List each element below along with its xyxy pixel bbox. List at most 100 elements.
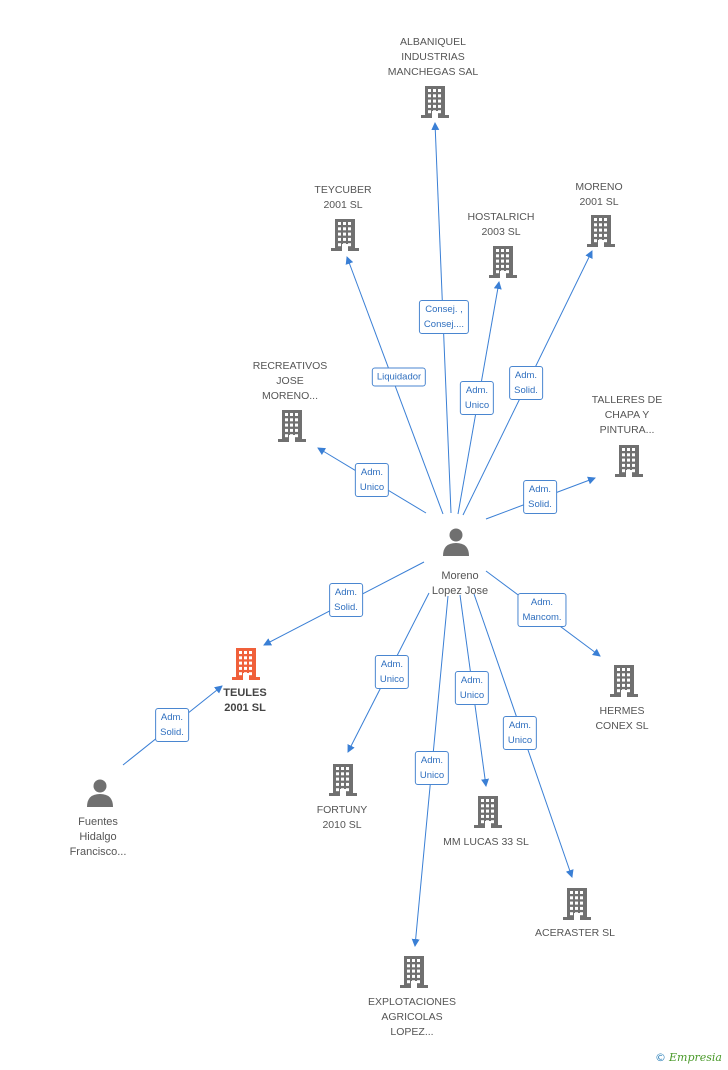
company-label-line: RECREATIVOS (252, 360, 328, 372)
company-label-line: 2001 SL (323, 199, 363, 211)
brand-name: Empresia (669, 1051, 722, 1064)
person-name-line: Moreno (441, 570, 479, 582)
company-label-line: CHAPA Y (604, 409, 650, 421)
edge-label-hermes[interactable]: Adm. Mancom. (517, 593, 567, 627)
company-label-line: 2001 SL (224, 702, 266, 714)
company-label-hermes[interactable]: HERMES CONEX SL (595, 704, 648, 734)
company-label-line: ALBANIQUEL (400, 36, 466, 48)
edge-label-line: Adm. (460, 675, 484, 686)
building-icon[interactable] (587, 215, 615, 247)
company-label-teycuber[interactable]: TEYCUBER 2001 SL (314, 183, 371, 213)
building-icon[interactable] (400, 956, 428, 988)
edge-label-line: Adm. (360, 467, 384, 478)
edge-label-albaniquel[interactable]: Consej. , Consej.... (418, 300, 470, 334)
edge-label-line: Adm. (420, 755, 444, 766)
company-label-moreno2001[interactable]: MORENO 2001 SL (575, 180, 622, 210)
company-label-line: AGRICOLAS (381, 1011, 443, 1023)
building-icon[interactable] (563, 888, 591, 920)
building-icon[interactable] (610, 665, 638, 697)
edge-label-line: Unico (464, 400, 490, 411)
edge-label-teycuber[interactable]: Liquidador (371, 367, 427, 387)
edge-label-line: Mancom. (522, 612, 562, 623)
edge-label-teules[interactable]: Adm. Solid. (155, 708, 189, 742)
company-label-fortuny[interactable]: FORTUNY 2010 SL (317, 803, 368, 833)
edge-label-moreno2001[interactable]: Adm. Solid. (509, 366, 543, 400)
edge-label-line: Solid. (528, 499, 552, 510)
edge-label-line: Adm. (465, 385, 489, 396)
company-label-line: HOSTALRICH (467, 211, 535, 223)
edge-label-fortuny[interactable]: Adm. Unico (374, 655, 410, 689)
company-label-line: MORENO (575, 181, 623, 193)
company-label-line: TEULES (223, 687, 267, 699)
company-label-line: MORENO... (261, 390, 319, 402)
edge-label-line: Unico (459, 690, 485, 701)
company-label-line: TEYCUBER (314, 184, 372, 196)
edge-label-recreativos[interactable]: Adm. Unico (354, 463, 390, 497)
person-name-line: Fuentes (78, 816, 118, 828)
edge-label-line: Adm. (380, 659, 404, 670)
edge-label-line: Consej. , (425, 304, 463, 315)
company-label-line: FORTUNY (316, 804, 368, 816)
edge-label-line: Adm. (508, 720, 532, 731)
company-label-line: MANCHEGAS SAL (387, 66, 479, 78)
company-label-line: 2003 SL (481, 226, 521, 238)
edge-label-line: Liquidador (376, 371, 422, 383)
person-icon[interactable] (443, 528, 469, 557)
person-icon[interactable] (87, 779, 113, 808)
company-label-recreativos[interactable]: RECREATIVOS JOSE MORENO... (253, 359, 327, 404)
company-label-line: EXPLOTACIONES (368, 996, 456, 1008)
person-name-line: Lopez Jose (431, 585, 489, 597)
brand-logo[interactable]: ©Empresia (655, 1051, 722, 1064)
edge-label-line: Adm. (528, 484, 552, 495)
company-label-line: 2010 SL (322, 819, 362, 831)
edge-label-teules[interactable]: Adm. Solid. (329, 583, 363, 617)
edge-label-line: Adm. (514, 370, 538, 381)
edge-label-line: Solid. (160, 727, 184, 738)
company-label-line: INDUSTRIAS (401, 51, 465, 63)
edge-label-mmlucas[interactable]: Adm. Unico (454, 671, 490, 705)
building-icon[interactable] (615, 445, 643, 477)
edge-label-line: Unico (379, 674, 405, 685)
edge-label-line: Adm. (334, 587, 358, 598)
highlighted-building-icon[interactable] (232, 648, 260, 680)
company-label-hostalrich[interactable]: HOSTALRICH 2003 SL (468, 210, 535, 240)
edge-label-line: Solid. (334, 602, 358, 613)
company-label-line: JOSE (276, 375, 304, 387)
company-label-line: TALLERES DE (591, 394, 663, 406)
edge-label-line: Unico (419, 770, 445, 781)
company-label-aceraster[interactable]: ACERASTER SL (535, 926, 615, 941)
company-label-line: HERMES (599, 705, 645, 717)
company-label-mmlucas[interactable]: MM LUCAS 33 SL (443, 835, 529, 850)
building-icon[interactable] (489, 246, 517, 278)
building-icon[interactable] (278, 410, 306, 442)
person-name-line: Hidalgo (79, 831, 117, 843)
company-label-talleres[interactable]: TALLERES DE CHAPA Y PINTURA... (592, 393, 662, 438)
company-label-line: LOPEZ... (390, 1026, 434, 1038)
company-label-line: MM LUCAS 33 SL (443, 836, 529, 848)
edge-label-line: Adm. (530, 597, 554, 608)
building-icon[interactable] (329, 764, 357, 796)
building-icon[interactable] (421, 86, 449, 118)
edge-label-aceraster[interactable]: Adm. Unico (502, 716, 538, 750)
edge-label-talleres[interactable]: Adm. Solid. (523, 480, 557, 514)
copyright-icon: © (655, 1051, 666, 1064)
company-label-explotaciones[interactable]: EXPLOTACIONES AGRICOLAS LOPEZ... (368, 995, 456, 1040)
company-label-line: 2001 SL (579, 196, 619, 208)
person-name-line: Francisco... (69, 846, 127, 858)
company-label-teules[interactable]: TEULES 2001 SL (223, 686, 266, 716)
edge-label-hostalrich[interactable]: Adm. Unico (459, 381, 495, 415)
company-label-line: CONEX SL (595, 720, 649, 732)
edge-label-line: Unico (359, 482, 385, 493)
company-label-line: PINTURA... (599, 424, 655, 436)
edge-label-line: Unico (507, 735, 533, 746)
edge-label-line: Solid. (514, 385, 538, 396)
company-label-albaniquel[interactable]: ALBANIQUEL INDUSTRIAS MANCHEGAS SAL (388, 35, 478, 80)
building-icon[interactable] (474, 796, 502, 828)
edge-label-line: Adm. (160, 712, 184, 723)
edge-label-line: Consej.... (423, 319, 465, 330)
edge-label-explotaciones[interactable]: Adm. Unico (414, 751, 450, 785)
building-icon[interactable] (331, 219, 359, 251)
